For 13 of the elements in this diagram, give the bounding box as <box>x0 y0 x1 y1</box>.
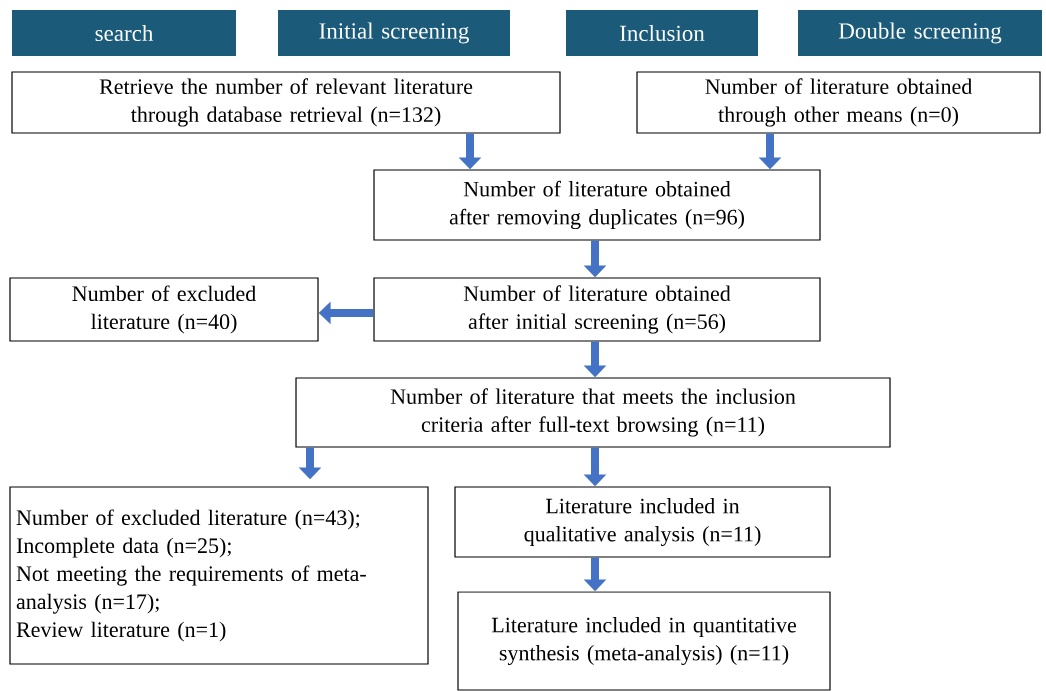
process-box: Number of literature obtained after removing duplicates (n=96) <box>373 169 821 241</box>
process-box: Literature included in qualitative analysis (n=11) <box>454 486 831 558</box>
header-tab: Double screening <box>798 10 1042 56</box>
process-box: Retrieve the number of relevant literature through database retrieval (n=132) <box>11 71 561 134</box>
header-tab: Initial screening <box>278 10 510 56</box>
header-tab: search <box>12 10 236 56</box>
process-box: Number of literature obtained through other means (n=0) <box>636 71 1041 134</box>
process-box: Literature included in quantitative synthesis (meta-analysis) (n=11) <box>457 591 831 691</box>
header-tab: Inclusion <box>566 10 758 56</box>
process-box: Number of literature that meets the inclusion criteria after full-text browsing (n=11) <box>295 377 891 448</box>
process-box: Number of excluded literature (n=43); Incomplete data (n=25); Not meeting the requirements of meta-analysis (n=17); Review literature (n=1) <box>9 486 429 665</box>
process-box: Number of excluded literature (n=40) <box>9 277 319 342</box>
process-box: Number of literature obtained after initial screening (n=56) <box>373 277 821 342</box>
